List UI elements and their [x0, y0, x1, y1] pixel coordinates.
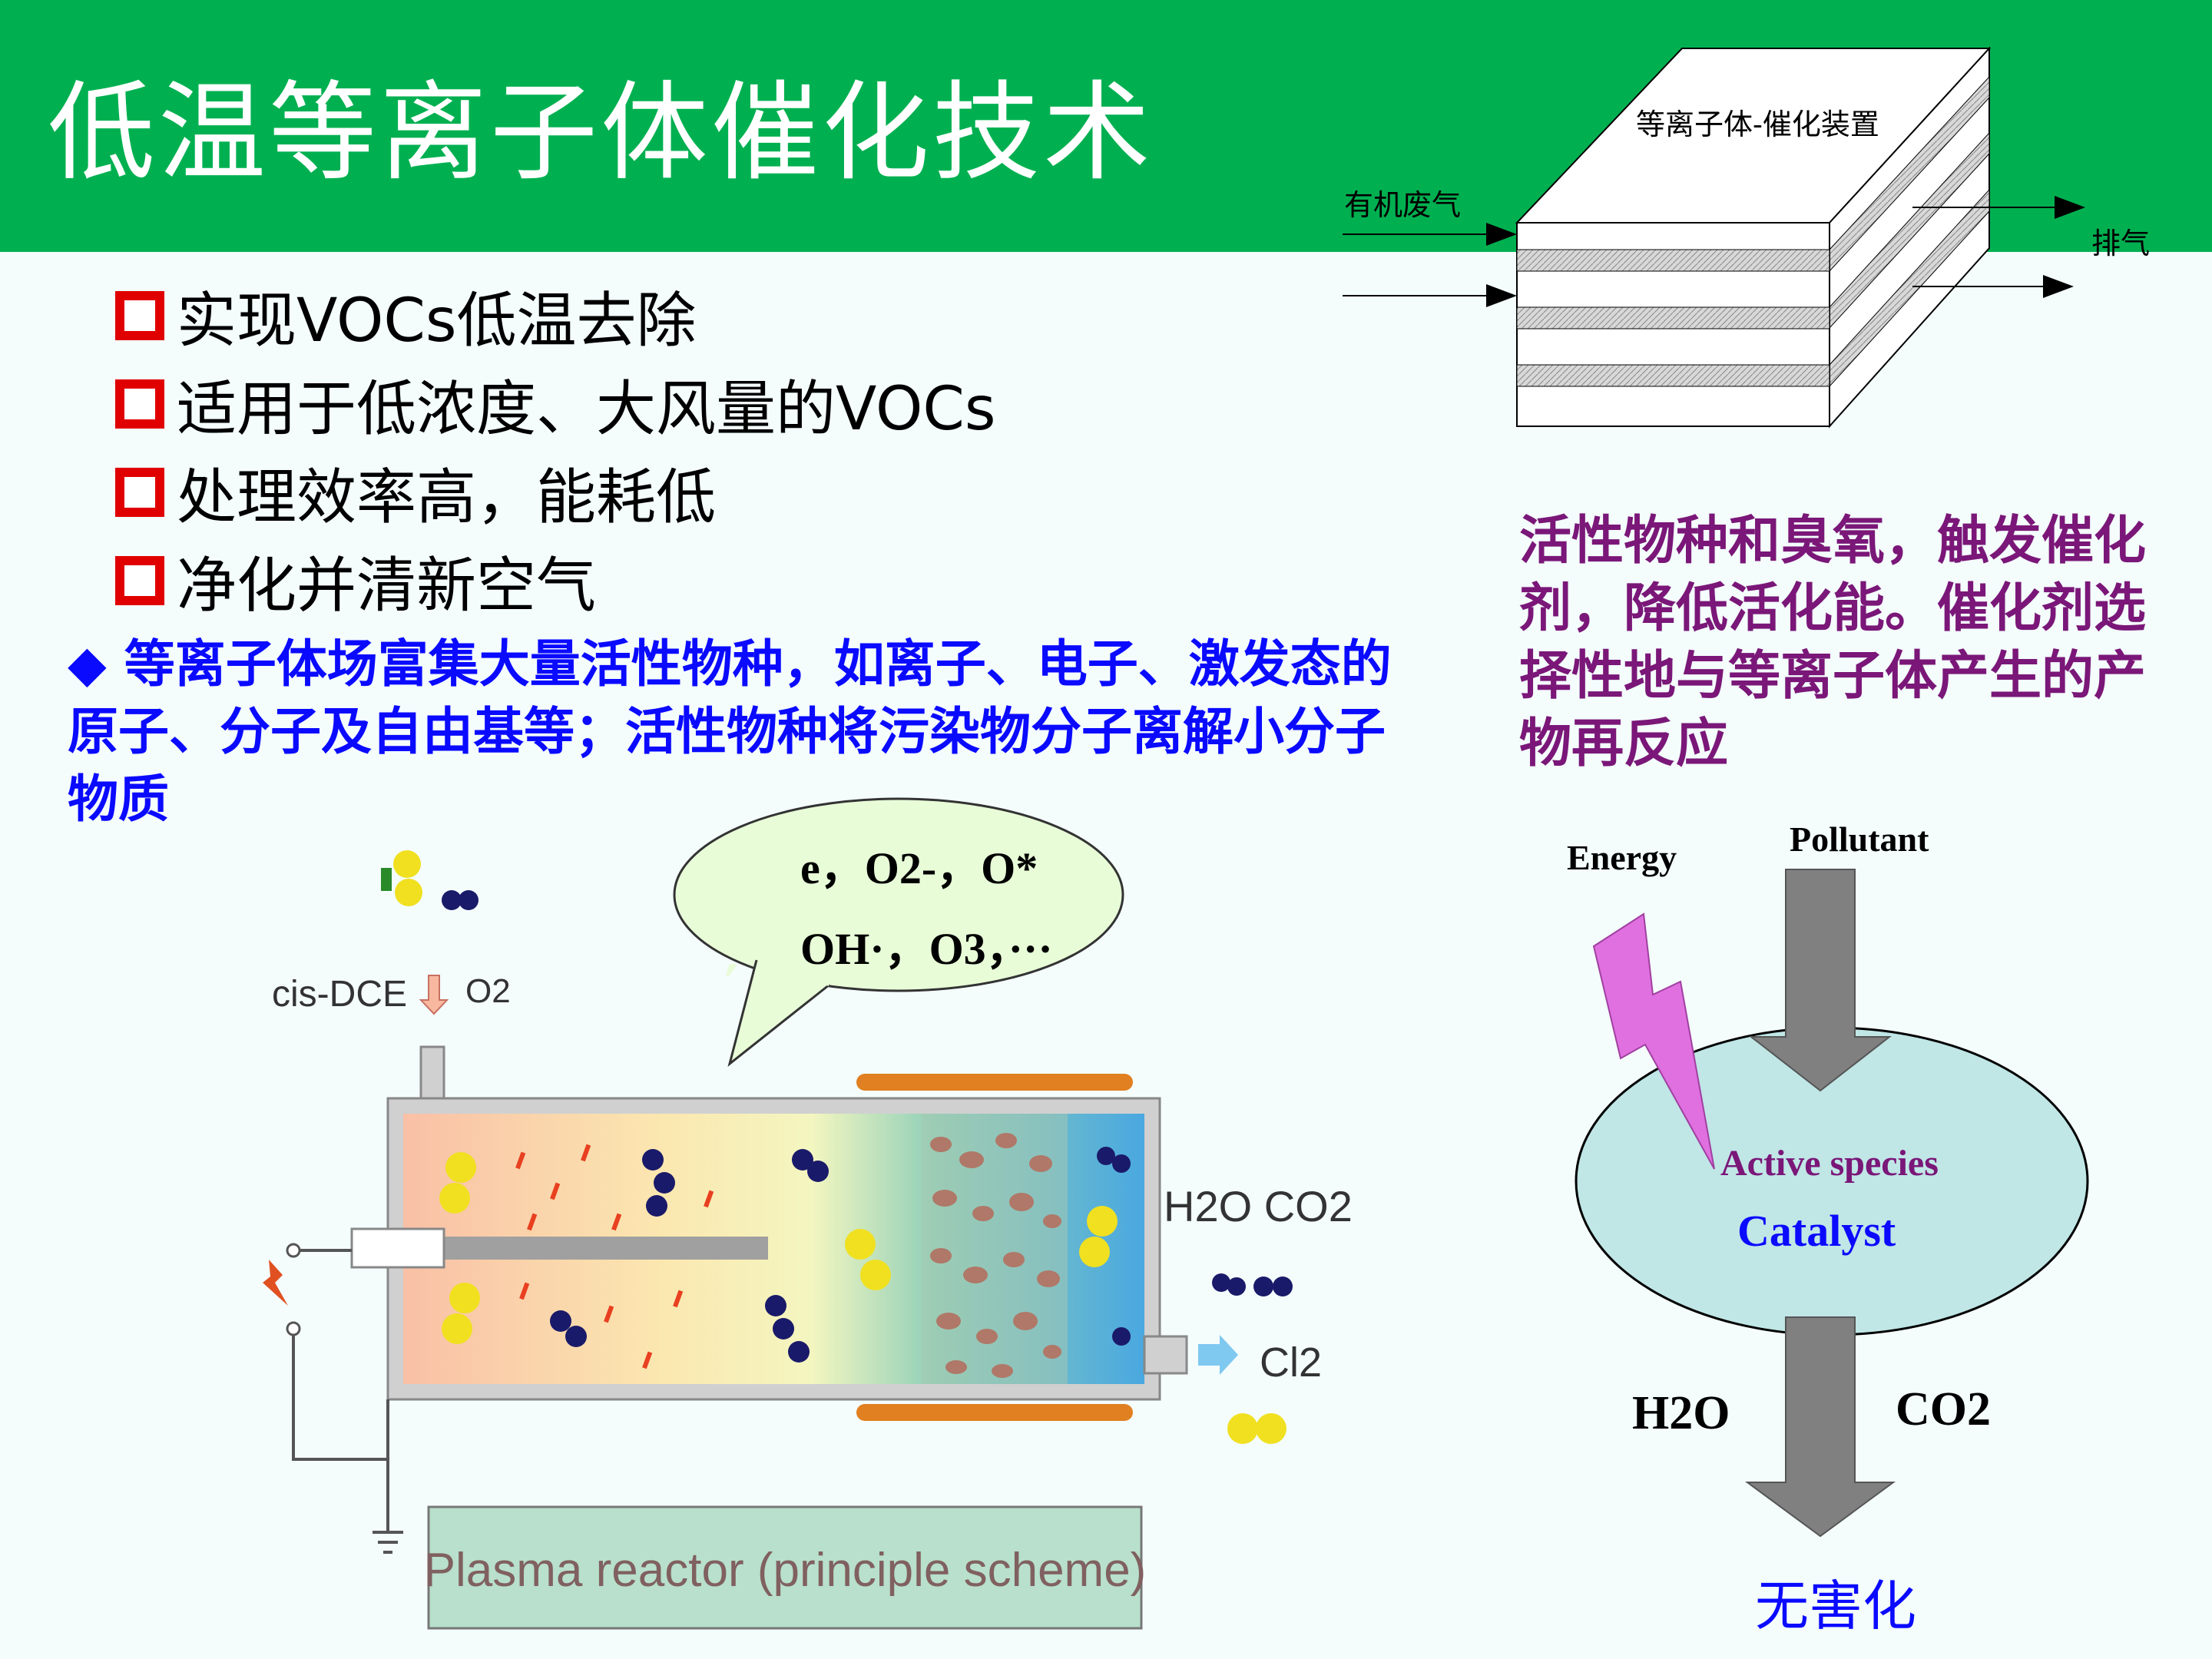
spark-marks — [515, 1144, 714, 1369]
outlet-arrow-1 — [2055, 196, 2085, 219]
catalyst-scheme: Energy Pollutant Active species Catalyst… — [1567, 820, 2089, 1637]
label-co2: CO2 — [1896, 1383, 1991, 1435]
plasma-catalysis-device-diagram: 等离子体-催化装置 有机废气 排气 — [1343, 46, 2150, 429]
label-active-species: Active species — [1720, 1143, 1939, 1184]
bubble-line-2: OH·，O3，··· — [800, 924, 1053, 974]
label-h2o: H2O — [1632, 1387, 1730, 1439]
bullet-box-icon — [115, 291, 164, 340]
catalyst-bed — [930, 1133, 1061, 1378]
bullet-box-icon — [115, 379, 164, 429]
inlet-arrow-icon — [419, 975, 449, 1015]
label-o2-inlet: O2 — [465, 972, 511, 1010]
plasma-description: ◆ 等离子体场富集大量活性物种，如离子、电子、激发态的原子、分子及自由基等；活性… — [68, 634, 1392, 829]
hv-spark-icon — [263, 1260, 288, 1306]
outlet-arrow-icon — [1198, 1335, 1238, 1375]
pollutant-arrow — [1749, 869, 1892, 1092]
label-energy: Energy — [1567, 838, 1677, 877]
coil-bottom — [856, 1404, 1133, 1421]
device-label-outlet: 排气 — [2091, 227, 2150, 260]
bullet-4: 净化并清新空气 — [115, 538, 596, 624]
energy-lightning-icon — [1592, 912, 1715, 1170]
plasma-reactor-scheme: e，O2-，O* OH·，O3，··· cis-DCE O2 — [263, 797, 1353, 1630]
label-cl2: Cl2 — [1260, 1339, 1322, 1386]
outlet-arrow-2 — [2043, 275, 2074, 298]
bubble-line-1: e，O2-，O* — [800, 843, 1038, 893]
bullet-1: 实现VOCs低温去除 — [115, 273, 696, 359]
inlet-arrow-1 — [1486, 223, 1517, 246]
speech-bubble: e，O2-，O* OH·，O3，··· — [673, 797, 1124, 1067]
output-arrow — [1744, 1316, 1896, 1538]
bullet-box-icon — [115, 468, 164, 517]
device-label-top: 等离子体-催化装置 — [1636, 108, 1879, 141]
label-cis-dce: cis-DCE — [272, 974, 407, 1015]
coil-top — [856, 1074, 1133, 1091]
slide-title: 低温等离子体催化技术 — [48, 71, 1154, 196]
bullet-3: 处理效率高，能耗低 — [115, 449, 716, 535]
label-pollutant: Pollutant — [1790, 820, 1929, 859]
device-label-inlet: 有机废气 — [1344, 188, 1461, 222]
caption-box — [427, 1505, 1143, 1630]
inlet-arrow-2 — [1486, 284, 1517, 307]
bullet-2: 适用于低浓度、大风量的VOCs — [115, 361, 995, 447]
label-harmless: 无害化 — [1755, 1575, 1916, 1637]
label-h2o-co2: H2O CO2 — [1164, 1182, 1353, 1230]
label-catalyst: Catalyst — [1737, 1206, 1896, 1256]
catalyst-description: 活性物种和臭氧，触发催化剂，降低活化能。催化剂选择性地与等离子体产生的产物再反应 — [1519, 510, 2147, 774]
reactor-molecules — [439, 1147, 1131, 1363]
bullet-box-icon — [115, 556, 164, 605]
reactor-caption: Plasma reactor (principle scheme) — [424, 1544, 1147, 1597]
